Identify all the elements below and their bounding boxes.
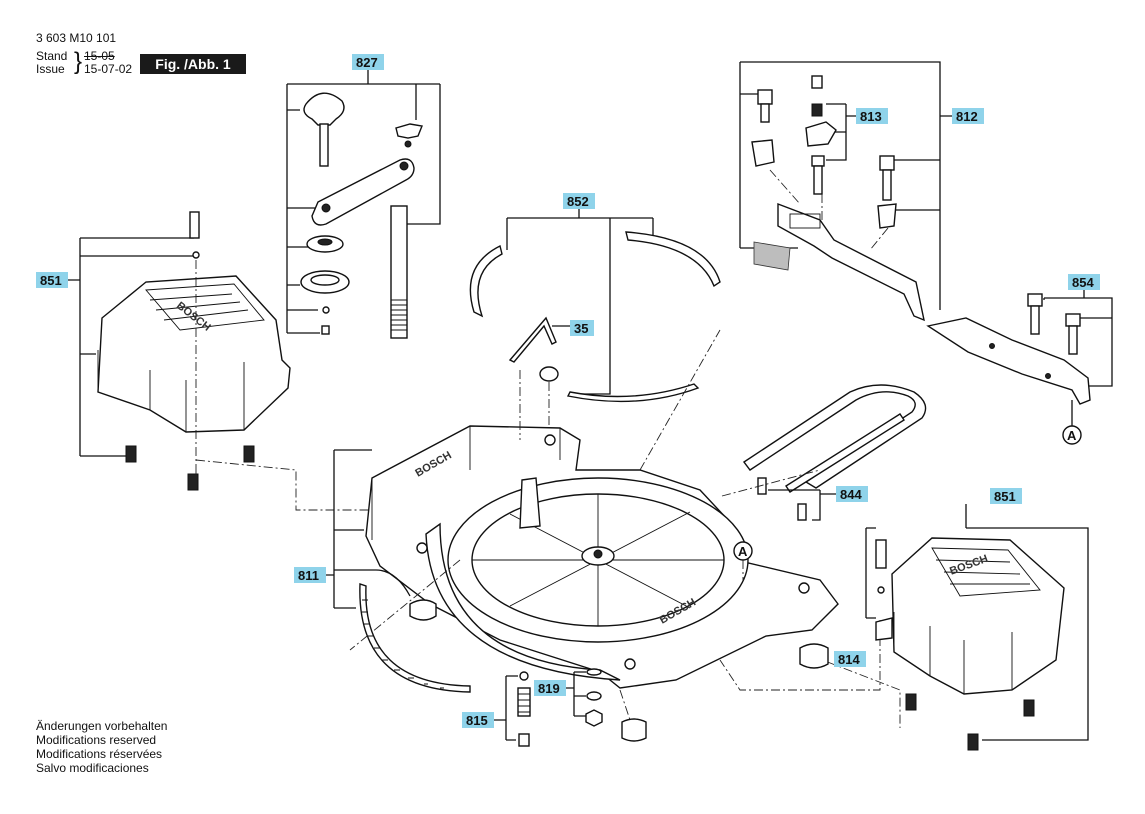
issue-label: Issue xyxy=(36,62,65,76)
threaded-rod xyxy=(390,205,408,339)
label-854: 854 xyxy=(1072,275,1094,290)
fence-854: 854 A xyxy=(926,274,1113,445)
clamp-lever xyxy=(311,158,415,226)
retaining-rings-852: 852 xyxy=(469,193,721,403)
label-844: 844 xyxy=(840,487,862,502)
base-turntable-811: BOSCH BOSCH 811 xyxy=(195,329,901,728)
knob-shaft xyxy=(319,123,329,167)
hex-key-35: 35 xyxy=(508,316,594,363)
brace-symbol: } xyxy=(74,48,83,75)
label-851-left: 851 xyxy=(40,273,62,288)
label-813: 813 xyxy=(860,109,882,124)
label-815: 815 xyxy=(466,713,488,728)
motor-cover-851-right: 851 BOSCH xyxy=(865,488,1089,751)
motor-cover-851-left: 851 BOSCH xyxy=(36,211,370,511)
miter-scale xyxy=(359,583,471,693)
callout-a-right: A xyxy=(1067,428,1077,443)
label-811: 811 xyxy=(298,568,319,583)
label-819: 819 xyxy=(538,681,560,696)
callout-a-center: A xyxy=(738,544,748,559)
footer-note-es: Salvo modificaciones xyxy=(36,761,149,775)
extension-rods-844: 844 xyxy=(742,384,927,521)
label-851-right: 851 xyxy=(994,489,1016,504)
label-827: 827 xyxy=(356,55,378,70)
wing-nut-icon xyxy=(395,123,423,139)
feet-and-fasteners: 814 815 819 A xyxy=(462,541,866,747)
footer-note-de: Änderungen vorbehalten xyxy=(36,719,168,733)
clamp-assembly-827: 827 xyxy=(286,54,441,339)
footer-note-en: Modifications reserved xyxy=(36,733,157,747)
label-814: 814 xyxy=(838,652,860,667)
fence-assembly-812: 812 813 xyxy=(739,61,984,322)
stand-date-struck: 15-05 xyxy=(84,49,115,63)
stand-label: Stand xyxy=(36,49,68,63)
footer-note-fr: Modifications réservées xyxy=(36,747,163,761)
figure-label: Fig. /Abb. 1 xyxy=(140,54,246,74)
label-812: 812 xyxy=(956,109,978,124)
issue-date: 15-07-02 xyxy=(84,62,133,76)
doc-number: 3 603 M10 101 xyxy=(36,31,117,45)
label-852: 852 xyxy=(567,194,589,209)
knob-icon xyxy=(303,92,345,126)
label-35: 35 xyxy=(574,321,588,336)
